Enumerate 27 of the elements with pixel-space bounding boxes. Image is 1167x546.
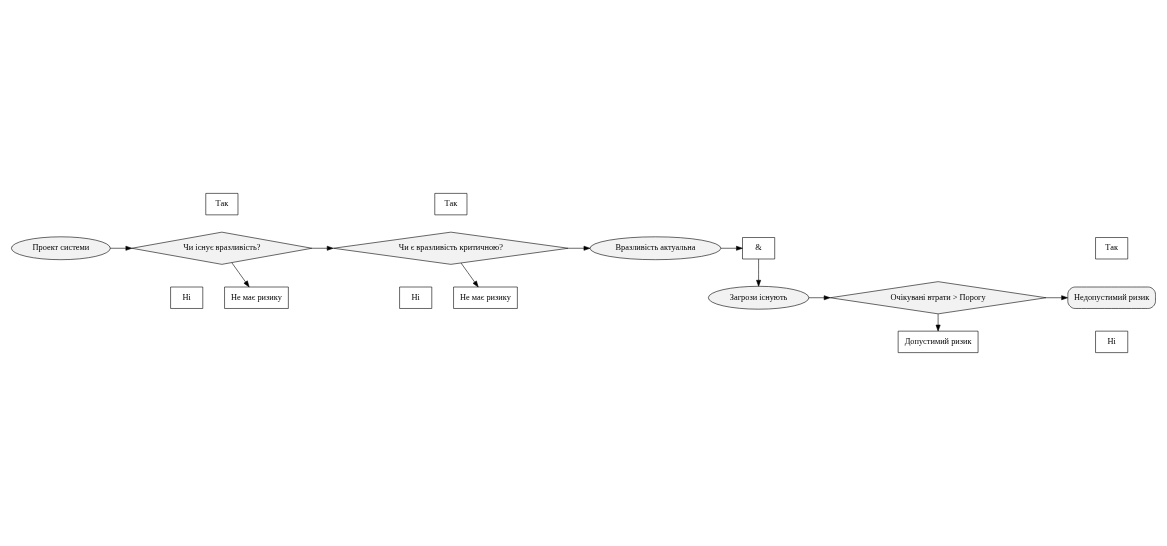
node-ellipse: Проект системи: [11, 236, 111, 260]
arrow: [935, 313, 941, 332]
node-box: Так: [205, 193, 239, 216]
node-box: Так: [434, 193, 468, 216]
arrow: [1045, 295, 1068, 301]
node-diamond: Очікувані втрати > Порогу: [829, 281, 1047, 315]
arrow: [568, 245, 591, 251]
node-ellipse: Вразливість актуальна: [589, 236, 722, 260]
node-box: Ні: [1095, 330, 1129, 353]
node-box: Ні: [170, 286, 204, 309]
arrow: [460, 262, 479, 288]
arrow: [756, 258, 761, 287]
arrow: [231, 262, 250, 288]
arrow: [720, 245, 743, 251]
node-diamond: Чи є вразливість критичною?: [333, 231, 569, 265]
arrow: [311, 245, 334, 251]
node-ellipse: Загрози існують: [708, 286, 810, 310]
node-box: Не має ризику: [453, 286, 518, 309]
arrow: [109, 245, 133, 251]
node-box: &: [742, 237, 775, 260]
node-diamond: Чи існує вразливість?: [131, 231, 313, 265]
node-box: Допустимий ризик: [897, 330, 979, 353]
node-box: Так: [1095, 237, 1129, 260]
node-box: Ні: [399, 286, 433, 309]
arrow: [808, 295, 831, 301]
node-box: Не має ризику: [224, 286, 289, 309]
node-box: Недопустимий ризик: [1067, 286, 1156, 309]
